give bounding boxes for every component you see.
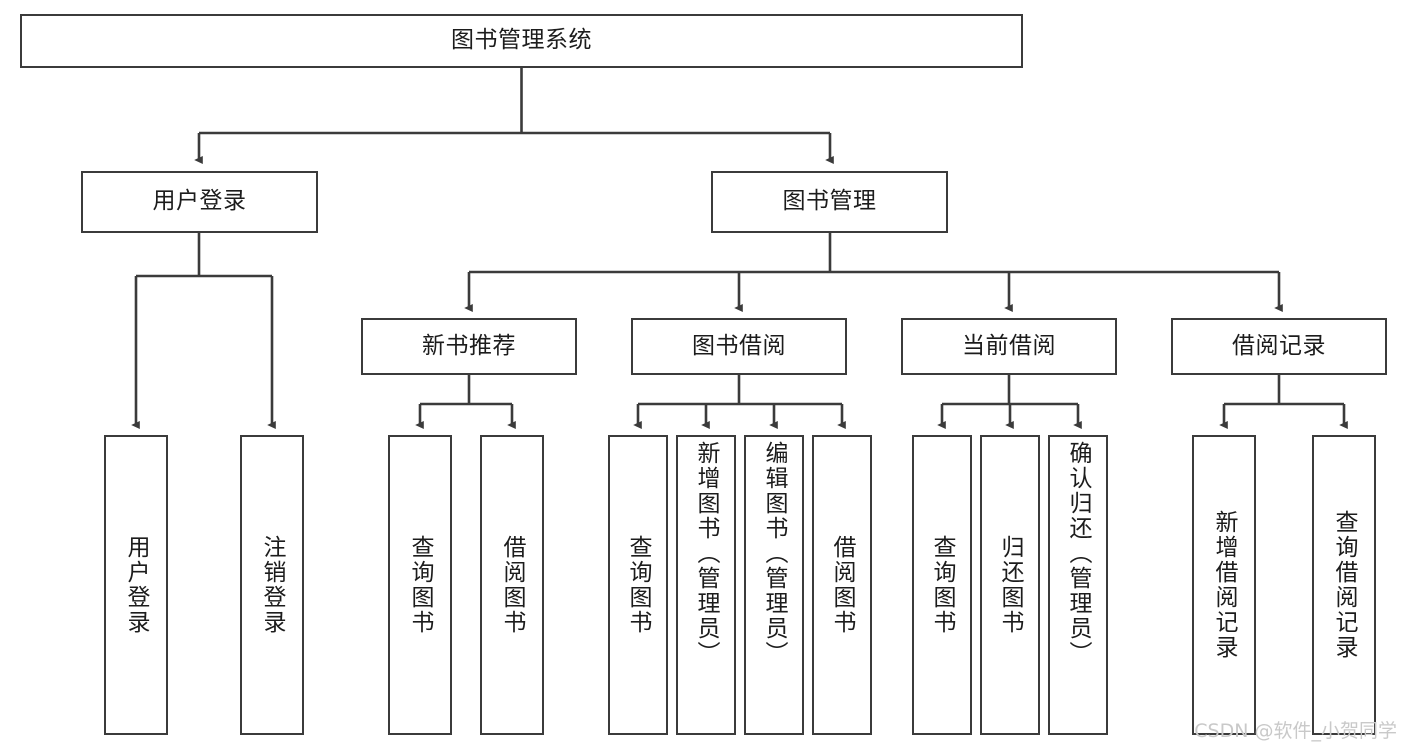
node-leaf-query-borrow-record-label: 查询借阅记录 (1331, 510, 1358, 660)
node-current-borrow-label: 当前借阅 (962, 332, 1056, 359)
node-book-borrow[interactable]: 图书借阅 (631, 318, 847, 375)
node-leaf-query-book-borrow[interactable]: 查询图书 (608, 435, 668, 735)
node-leaf-edit-book-admin-label: 编辑图书（管理员） (761, 441, 788, 666)
node-leaf-query-book-current-label: 查询图书 (929, 535, 956, 635)
node-leaf-query-book-recommend-label: 查询图书 (407, 535, 434, 635)
node-leaf-query-borrow-record[interactable]: 查询借阅记录 (1312, 435, 1376, 735)
node-current-borrow[interactable]: 当前借阅 (901, 318, 1117, 375)
node-leaf-lend-book-label: 借阅图书 (829, 535, 856, 635)
node-root-book-management-system[interactable]: 图书管理系统 (20, 14, 1023, 68)
node-leaf-add-borrow-record-label: 新增借阅记录 (1211, 510, 1238, 660)
node-leaf-return-book-label: 归还图书 (997, 535, 1024, 635)
node-leaf-lend-book[interactable]: 借阅图书 (812, 435, 872, 735)
node-new-book-recommend-label: 新书推荐 (422, 332, 516, 359)
node-leaf-logout[interactable]: 注销登录 (240, 435, 304, 735)
node-leaf-edit-book-admin[interactable]: 编辑图书（管理员） (744, 435, 804, 735)
node-leaf-query-book-recommend[interactable]: 查询图书 (388, 435, 452, 735)
node-book-management[interactable]: 图书管理 (711, 171, 948, 233)
node-leaf-confirm-return-admin[interactable]: 确认归还（管理员） (1048, 435, 1108, 735)
node-leaf-borrow-book-recommend-label: 借阅图书 (499, 535, 526, 635)
node-leaf-add-book-admin-label: 新增图书（管理员） (693, 441, 720, 666)
node-borrow-record[interactable]: 借阅记录 (1171, 318, 1387, 375)
node-leaf-add-borrow-record[interactable]: 新增借阅记录 (1192, 435, 1256, 735)
node-leaf-add-book-admin[interactable]: 新增图书（管理员） (676, 435, 736, 735)
node-leaf-confirm-return-admin-label: 确认归还（管理员） (1065, 441, 1092, 666)
node-user-login-label: 用户登录 (152, 188, 247, 215)
node-leaf-query-book-current[interactable]: 查询图书 (912, 435, 972, 735)
node-leaf-logout-label: 注销登录 (259, 535, 286, 635)
node-user-login[interactable]: 用户登录 (81, 171, 318, 233)
node-leaf-borrow-book-recommend[interactable]: 借阅图书 (480, 435, 544, 735)
node-leaf-query-book-borrow-label: 查询图书 (625, 535, 652, 635)
node-new-book-recommend[interactable]: 新书推荐 (361, 318, 577, 375)
node-leaf-return-book[interactable]: 归还图书 (980, 435, 1040, 735)
node-borrow-record-label: 借阅记录 (1232, 332, 1326, 359)
node-book-borrow-label: 图书借阅 (692, 332, 786, 359)
node-leaf-user-login[interactable]: 用户登录 (104, 435, 168, 735)
node-leaf-user-login-label: 用户登录 (123, 535, 150, 635)
node-book-management-label: 图书管理 (782, 188, 877, 215)
node-root-label: 图书管理系统 (451, 27, 592, 54)
